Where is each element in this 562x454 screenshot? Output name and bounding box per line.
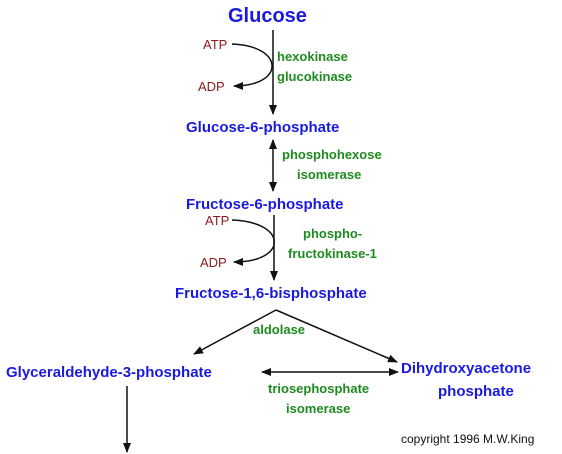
- copyright-notice: copyright 1996 M.W.King: [401, 432, 535, 446]
- metabolite-dihydroxyacetone: Dihydroxyacetone: [401, 360, 532, 377]
- arrow-f16bp-to-dhap: [275, 309, 398, 363]
- enzyme-aldolase: aldolase: [253, 322, 306, 337]
- enzyme-hexokinase: hexokinase: [277, 49, 348, 64]
- metabolite-fructose-1-6-bisphosphate: Fructose-1,6-bisphosphate: [175, 285, 367, 302]
- enzyme-phospho: phospho-: [303, 226, 363, 241]
- cofactor-adp-2: ADP: [200, 255, 227, 270]
- arrow-f16bp-to-g3p: [193, 309, 277, 355]
- metabolite-glyceraldehyde-3-phosphate: Glyceraldehyde-3-phosphate: [6, 364, 212, 381]
- metabolite-dihydroxyacetone-phosphate: phosphate: [438, 383, 514, 400]
- atp-adp-curve-2: [231, 219, 275, 266]
- enzyme-glucokinase: glucokinase: [277, 69, 353, 84]
- enzyme-triosephosphate: triosephosphate: [268, 381, 370, 396]
- metabolite-glucose-6-phosphate: Glucose-6-phosphate: [186, 119, 340, 136]
- enzyme-isomerase-1: isomerase: [297, 167, 362, 182]
- enzyme-fructokinase-1: fructokinase-1: [288, 246, 377, 261]
- atp-adp-curve-1: [231, 43, 273, 90]
- cofactor-adp-1: ADP: [198, 79, 225, 94]
- cofactor-atp-1: ATP: [203, 37, 228, 52]
- enzyme-phosphohexose: phosphohexose: [282, 147, 382, 162]
- metabolite-fructose-6-phosphate: Fructose-6-phosphate: [186, 196, 344, 213]
- enzyme-isomerase-2: isomerase: [286, 401, 351, 416]
- cofactor-atp-2: ATP: [205, 213, 230, 228]
- metabolite-glucose: Glucose: [228, 5, 307, 27]
